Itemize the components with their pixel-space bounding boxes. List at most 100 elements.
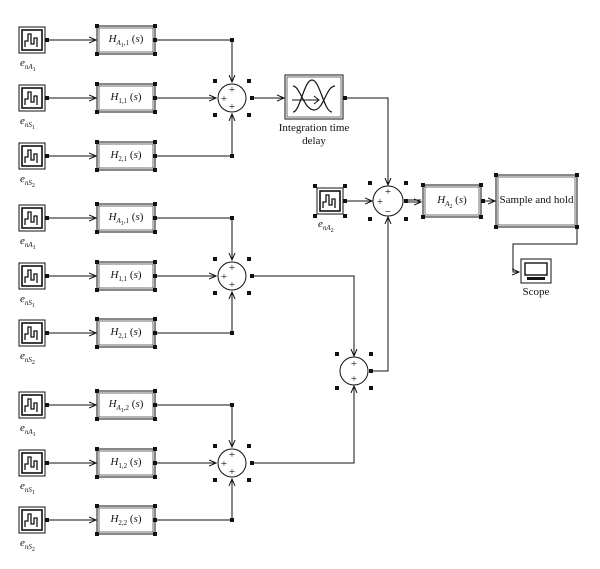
sum-junction [372,185,404,217]
source-label: enA1 [20,422,36,438]
sum-input-wire [157,479,232,521]
sum-to-sum-wire [254,386,354,464]
transfer-function-label: HA1,1 (s) [108,211,144,227]
source-label: enS1 [20,480,35,496]
noise-source-block [18,506,46,534]
corner-handle [494,225,498,229]
selection-handle [213,478,217,482]
selection-handle [343,184,347,188]
corner-handle [95,475,99,479]
corner-handle [153,260,157,264]
corner-handle [95,230,99,234]
sum-junction [217,448,247,478]
corner-handle [95,345,99,349]
sum-input-wire [157,39,232,82]
corner-handle [494,173,498,177]
corner-handle [153,447,157,451]
corner-handle [153,345,157,349]
sum-sign: + [229,262,235,274]
corner-handle [95,168,99,172]
sample-hold-block [495,174,578,228]
selection-handle [343,214,347,218]
diagram-blocks: +++++++++++−++ [18,24,579,536]
corner-handle [95,52,99,56]
sum-junction [339,356,369,386]
signal-icon [24,456,38,470]
corner-handle [95,110,99,114]
corner-handle [95,417,99,421]
sum-sign: + [385,186,391,198]
delay-output-port [343,96,347,100]
source-output-port [45,461,49,465]
source-output-port [45,331,49,335]
corner-handle [95,504,99,508]
selection-handle [213,113,217,117]
corner-handle [153,202,157,206]
corner-handle [95,447,99,451]
corner-handle [153,230,157,234]
selection-handle [369,352,373,356]
corner-handle [153,317,157,321]
sum-sign: + [229,84,235,96]
corner-handle [153,475,157,479]
corner-handle [153,417,157,421]
corner-handle [95,260,99,264]
source-output-port [45,96,49,100]
lower-to-main-wire [373,217,388,372]
signal-icon [24,33,38,47]
corner-handle [95,202,99,206]
source-label: enA1 [20,235,36,251]
transfer-function-label: H2,2 (s) [110,513,142,527]
corner-handle [95,317,99,321]
selection-handle [247,444,251,448]
junction-port [230,38,234,42]
noise-source-block [18,391,46,419]
transfer-function-label: H2,1 (s) [110,149,142,163]
noise-source-block [313,184,347,218]
corner-handle [421,183,425,187]
corner-handle [153,504,157,508]
sample-hold-label: Sample and hold [499,194,574,206]
block-output-port [153,518,157,522]
transfer-function-block [96,261,156,291]
sum-junction [217,83,247,113]
junction-port [230,331,234,335]
source-label: enS1 [20,115,35,131]
sum-sign: + [229,279,235,291]
selection-handle [213,79,217,83]
corner-handle [153,24,157,28]
scope-base [527,277,545,280]
sh-to-scope-wire [513,227,578,272]
block-inner-border [286,76,342,118]
corner-handle [153,288,157,292]
corner-handle [95,288,99,292]
transfer-function-block [96,141,156,171]
transfer-function-block [96,25,156,55]
noise-source-block [18,262,46,290]
block-output-port [153,216,157,220]
corner-handle [479,215,483,219]
selection-handle [335,352,339,356]
selection-handle [404,217,408,221]
corner-handle [153,389,157,393]
source-label: enA2 [318,218,334,234]
sum-sign: − [385,206,391,218]
source-output-port [343,199,347,203]
source-output-port [45,154,49,158]
signal-icon [24,513,38,527]
block-output-port [153,461,157,465]
corner-handle [421,215,425,219]
corner-handle [575,173,579,177]
corner-handle [95,24,99,28]
block-output-port [153,38,157,42]
source-label: enS2 [20,350,35,366]
signal-icon [24,149,38,163]
selection-handle [335,386,339,390]
scope-screen [524,262,548,276]
sum-sign: + [377,196,383,208]
selection-handle [213,444,217,448]
sum-sign: + [221,93,227,105]
selection-handle [313,214,317,218]
selection-handle [247,79,251,83]
